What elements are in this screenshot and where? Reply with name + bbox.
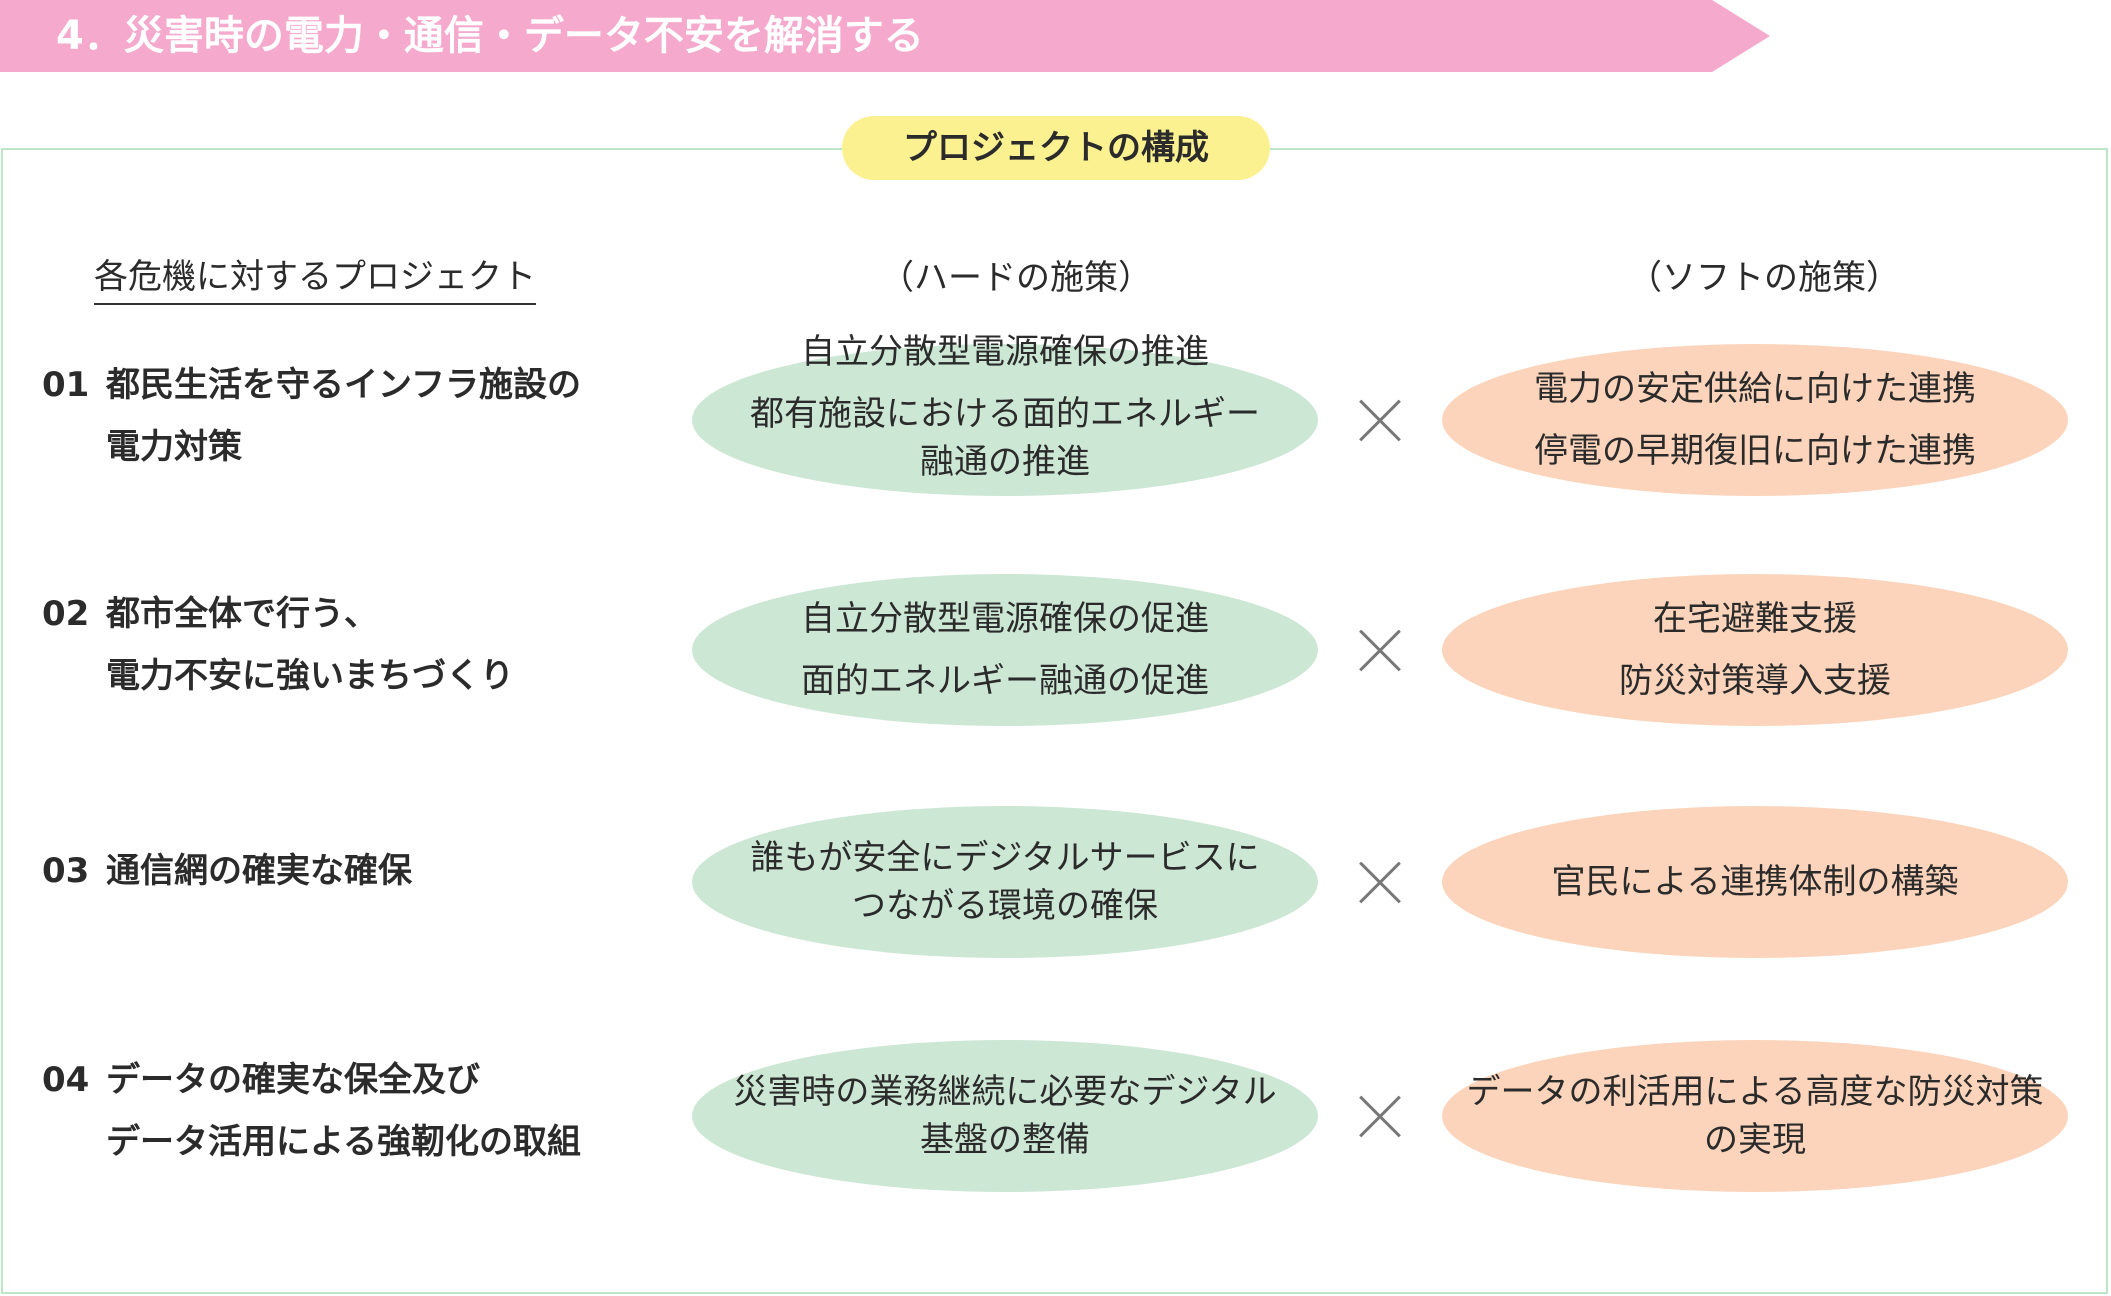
measure-line: 基盤の整備 <box>920 1120 1090 1160</box>
hard-measure-01: 自立分散型電源確保の推進 都有施設における面的エネルギー 融通の推進 <box>692 332 1318 496</box>
section-banner <box>0 0 1770 72</box>
project-structure-label: プロジェクトの構成 <box>842 116 1270 180</box>
risk-item-02: 02 都市全体で行う、 電力不安に強いまちづくり <box>42 583 514 707</box>
risk-number: 03 <box>42 851 90 891</box>
measure-line: の実現 <box>1704 1120 1806 1160</box>
risk-title-line: 電力対策 <box>106 427 242 467</box>
measure-line: 災害時の業務継続に必要なデジタル <box>733 1072 1277 1112</box>
risk-title-line: データ活用による強靭化の取組 <box>106 1122 581 1162</box>
measure-line: 在宅避難支援 <box>1653 599 1857 639</box>
risk-number: 02 <box>42 594 90 634</box>
measure-line: データの利活用による高度な防災対策 <box>1466 1072 2044 1112</box>
hard-measure-02: 自立分散型電源確保の促進 面的エネルギー融通の促進 <box>692 574 1318 726</box>
measure-line: 自立分散型電源確保の推進 <box>801 332 1209 372</box>
soft-measure-03: 官民による連携体制の構築 <box>1442 806 2068 958</box>
cross-icon <box>1357 627 1403 673</box>
measure-line: 融通の推進 <box>920 442 1090 482</box>
measure-line: 都有施設における面的エネルギー <box>750 394 1260 434</box>
risk-number: 04 <box>42 1060 90 1100</box>
risk-item-01: 01 都民生活を守るインフラ施設の 電力対策 <box>42 354 581 478</box>
hard-measure-04: 災害時の業務継続に必要なデジタル 基盤の整備 <box>692 1040 1318 1192</box>
measure-line: 面的エネルギー融通の促進 <box>801 661 1209 701</box>
risk-title-line: 電力不安に強いまちづくり <box>106 656 514 696</box>
risk-item-03: 03 通信網の確実な確保 <box>42 840 412 902</box>
measure-line: 誰もが安全にデジタルサービスに <box>750 838 1260 878</box>
soft-measure-01: 電力の安定供給に向けた連携 停電の早期復旧に向けた連携 <box>1442 344 2068 496</box>
soft-measure-04: データの利活用による高度な防災対策 の実現 <box>1442 1040 2068 1192</box>
risk-column-header: 各危機に対するプロジェクト <box>94 253 536 305</box>
hard-measures-header: （ハードの施策） <box>880 258 1152 298</box>
measure-line: 停電の早期復旧に向けた連携 <box>1534 431 1976 471</box>
risk-title-line: 通信網の確実な確保 <box>106 851 412 891</box>
section-title: 4．災害時の電力・通信・データ不安を解消する <box>56 13 924 59</box>
risk-title-line: 都民生活を守るインフラ施設の <box>106 365 581 405</box>
cross-icon <box>1357 859 1403 905</box>
soft-measure-02: 在宅避難支援 防災対策導入支援 <box>1442 574 2068 726</box>
hard-measure-03: 誰もが安全にデジタルサービスに つながる環境の確保 <box>692 806 1318 958</box>
risk-title-line: 都市全体で行う、 <box>106 594 378 634</box>
cross-icon <box>1357 397 1403 443</box>
risk-item-04: 04 データの確実な保全及び データ活用による強靭化の取組 <box>42 1049 581 1173</box>
risk-number: 01 <box>42 365 90 405</box>
measure-line: 電力の安定供給に向けた連携 <box>1534 369 1976 409</box>
soft-measures-header: （ソフトの施策） <box>1628 258 1900 298</box>
measure-line: 官民による連携体制の構築 <box>1551 862 1959 902</box>
risk-title-line: データの確実な保全及び <box>106 1060 480 1100</box>
measure-line: 自立分散型電源確保の促進 <box>801 599 1209 639</box>
cross-icon <box>1357 1093 1403 1139</box>
measure-line: つながる環境の確保 <box>852 886 1158 926</box>
measure-line: 防災対策導入支援 <box>1619 661 1891 701</box>
